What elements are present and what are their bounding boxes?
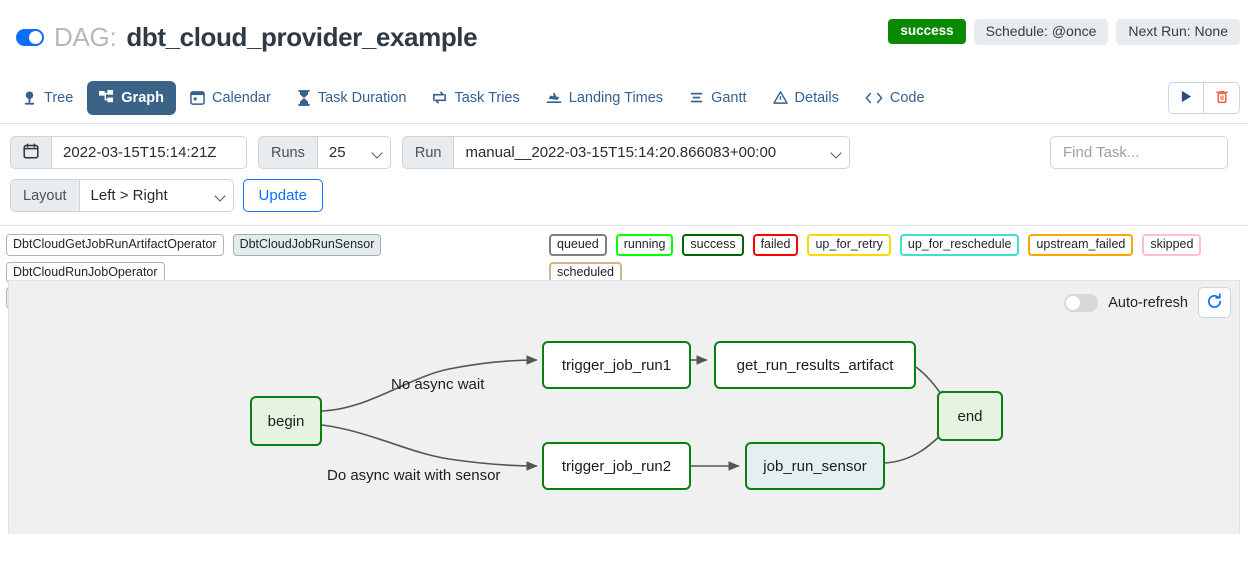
play-icon <box>1180 90 1193 106</box>
calendar-icon <box>23 143 39 163</box>
status-legend-row-1: queued running success failed up_for_ret… <box>549 234 1244 284</box>
filter-panel: 2022-03-15T15:14:21Z Runs 25 Run manual_… <box>0 124 1248 226</box>
dag-pause-toggle[interactable] <box>16 29 44 46</box>
code-icon <box>865 91 883 105</box>
graph-toolbar: Auto-refresh <box>1064 287 1231 318</box>
retry-icon <box>432 90 447 105</box>
layout-select-wrap: Left > Right <box>78 179 234 212</box>
warning-icon <box>772 90 788 105</box>
runs-label: Runs <box>258 136 317 169</box>
layout-group: Layout Left > Right <box>10 179 234 212</box>
dag-header: DAG: dbt_cloud_provider_example success … <box>0 0 1248 72</box>
execution-date-group: 2022-03-15T15:14:21Z <box>10 136 247 169</box>
tab-task-duration[interactable]: Task Duration <box>285 81 419 115</box>
legend-operator-chip[interactable]: DbtCloudGetJobRunArtifactOperator <box>6 234 224 256</box>
date-picker-button[interactable] <box>10 136 51 169</box>
legend-status-chip[interactable]: up_for_reschedule <box>899 234 1020 256</box>
runs-select[interactable]: 25 <box>316 136 391 169</box>
tree-icon <box>22 90 37 106</box>
tab-code[interactable]: Code <box>853 81 937 115</box>
run-group: Run manual__2022-03-15T15:14:20.866083+0… <box>401 136 851 169</box>
find-task-input[interactable] <box>1050 136 1228 169</box>
tab-tree[interactable]: Tree <box>10 81 85 115</box>
graph-edge-label-no-async-wait: No async wait <box>391 376 485 393</box>
tab-landing-times[interactable]: Landing Times <box>534 81 675 115</box>
landing-icon <box>546 90 562 105</box>
operator-legend-row-1: DbtCloudGetJobRunArtifactOperator DbtClo… <box>6 234 536 284</box>
dag-title-row: DAG: dbt_cloud_provider_example <box>10 0 1238 53</box>
next-run-badge[interactable]: Next Run: None <box>1116 19 1240 45</box>
tab-label: Task Tries <box>454 89 520 106</box>
legend-operator-chip[interactable]: DbtCloudJobRunSensor <box>232 234 382 256</box>
graph-node-end[interactable]: end <box>937 391 1003 441</box>
hourglass-icon <box>297 89 311 106</box>
legend-status-chip[interactable]: running <box>615 234 674 256</box>
auto-refresh-toggle[interactable] <box>1064 293 1099 312</box>
tab-details[interactable]: Details <box>761 81 851 115</box>
graph-icon <box>99 90 114 105</box>
delete-dag-button[interactable] <box>1204 82 1240 114</box>
legend-status-chip[interactable]: success <box>682 234 744 256</box>
tab-gantt[interactable]: Gantt <box>677 81 758 115</box>
graph-node-trigger-job-run2[interactable]: trigger_job_run2 <box>542 442 691 490</box>
tab-graph[interactable]: Graph <box>87 80 176 115</box>
layout-label: Layout <box>10 179 79 212</box>
filter-row-top: 2022-03-15T15:14:21Z Runs 25 Run manual_… <box>10 136 1238 169</box>
calendar-icon <box>190 90 205 105</box>
view-tabs: Tree Graph Calendar Task Duration Task T… <box>0 72 1248 124</box>
run-select[interactable]: manual__2022-03-15T15:14:20.866083+00:00 <box>453 136 851 169</box>
filter-row-bottom: Layout Left > Right Update <box>10 179 1238 212</box>
header-badges: success Schedule: @once Next Run: None <box>888 19 1240 45</box>
run-label: Run <box>401 136 454 169</box>
runs-select-wrap: 25 <box>316 136 391 169</box>
legend-status-chip[interactable]: scheduled <box>549 261 622 284</box>
refresh-icon <box>1206 292 1223 313</box>
execution-date-input[interactable]: 2022-03-15T15:14:21Z <box>51 136 247 169</box>
edge-begin-run1 <box>321 355 538 412</box>
update-button[interactable]: Update <box>242 179 323 212</box>
run-select-wrap: manual__2022-03-15T15:14:20.866083+00:00 <box>453 136 851 169</box>
refresh-button[interactable] <box>1198 287 1231 318</box>
tab-task-tries[interactable]: Task Tries <box>420 81 531 115</box>
tab-action-buttons <box>1168 82 1240 114</box>
tab-label: Calendar <box>211 89 271 106</box>
tab-label: Task Duration <box>317 89 407 106</box>
graph-node-get-run-results-artifact[interactable]: get_run_results_artifact <box>714 341 916 389</box>
tab-label: Landing Times <box>568 89 664 106</box>
status-badge: success <box>888 19 966 45</box>
page-title: dbt_cloud_provider_example <box>126 22 478 52</box>
legend-status-chip[interactable]: upstream_failed <box>1028 234 1134 256</box>
tab-calendar[interactable]: Calendar <box>178 81 283 115</box>
trash-icon <box>1215 89 1229 107</box>
legend: DbtCloudGetJobRunArtifactOperator DbtClo… <box>0 226 1248 309</box>
layout-select[interactable]: Left > Right <box>78 179 234 212</box>
graph-node-trigger-job-run1[interactable]: trigger_job_run1 <box>542 341 691 389</box>
graph-node-begin[interactable]: begin <box>250 396 322 446</box>
legend-status-chip[interactable]: queued <box>549 234 607 256</box>
schedule-badge[interactable]: Schedule: @once <box>973 19 1109 45</box>
tab-label: Code <box>889 89 925 106</box>
runs-group: Runs 25 <box>258 136 391 169</box>
legend-status-chip[interactable]: failed <box>752 234 799 256</box>
gantt-icon <box>689 90 704 105</box>
graph-edge-label-do-async-wait: Do async wait with sensor <box>327 467 501 484</box>
dag-prefix-label: DAG: <box>54 22 117 52</box>
graph-node-job-run-sensor[interactable]: job_run_sensor <box>745 442 885 490</box>
auto-refresh-label: Auto-refresh <box>1108 294 1188 311</box>
tab-label: Gantt <box>711 89 747 106</box>
trigger-dag-button[interactable] <box>1168 82 1204 114</box>
graph-canvas[interactable]: Auto-refresh begin trigger_ <box>8 280 1240 534</box>
edge-begin-run2 <box>321 424 538 471</box>
tab-label: Tree <box>44 89 74 106</box>
legend-status-chip[interactable]: up_for_retry <box>807 234 891 256</box>
tab-label: Graph <box>121 89 164 106</box>
tab-label: Details <box>794 89 839 106</box>
legend-status-chip[interactable]: skipped <box>1142 234 1202 256</box>
graph-edges <box>321 355 948 471</box>
